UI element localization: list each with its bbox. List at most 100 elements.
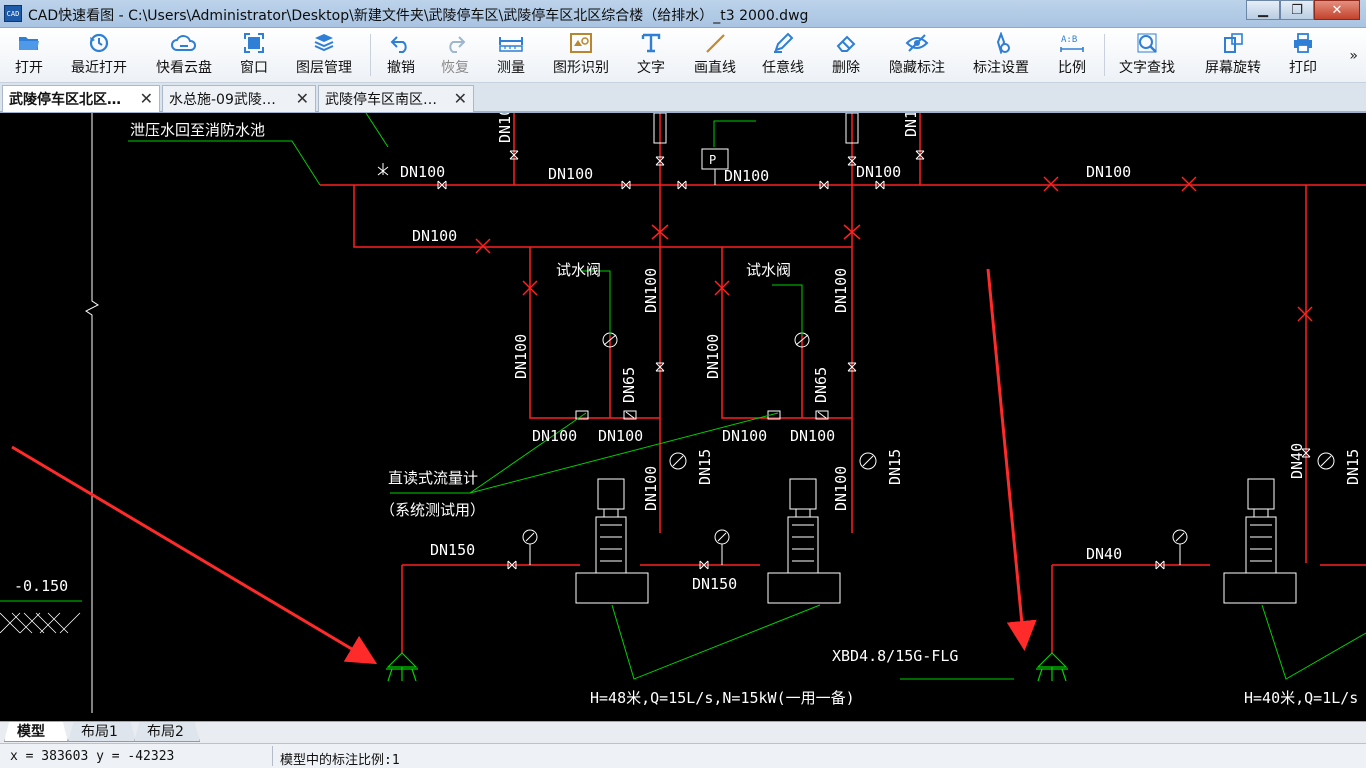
hide-annotation-button[interactable]: 隐藏标注 [884,31,950,79]
test-valve-label: 试水阀 [746,261,791,279]
text-search-button[interactable]: 文字查找 [1114,31,1180,79]
gate-valves [377,113,1311,570]
pipe-size-label: DN100 [790,427,835,445]
pipe-size-label: DN100 [902,113,920,137]
vertical-drawing-text: DN100 DN100 DN100 DN100 DN100 DN100 DN65… [496,113,1362,511]
status-bar: x = 383603 y = -42323 模型中的标注比例:1 [0,743,1366,768]
test-valve-label: 试水阀 [556,261,601,279]
document-tab-2[interactable]: 水总施-09武陵… ✕ [162,85,316,112]
close-tab-icon[interactable]: ✕ [139,89,153,108]
elevation-label: -0.150 [14,577,68,595]
open-button[interactable]: 打开 [6,31,52,79]
status-separator [272,746,273,766]
pipe-size-label: DN65 [620,367,638,403]
pipe-size-label: DN100 [548,165,593,183]
pipe-size-label: DN100 [856,163,901,181]
pipe-size-label: DN65 [812,367,830,403]
tab-layout-2[interactable]: 布局2 [134,722,200,742]
print-button[interactable]: 打印 [1284,31,1322,79]
window-controls: ▁ ❐ ✕ [1246,0,1360,22]
screen-rotate-button[interactable]: 屏幕旋转 [1200,31,1266,79]
cloud-icon [171,31,197,55]
close-tab-icon[interactable]: ✕ [295,89,309,108]
svg-text:A:B: A:B [1061,35,1077,45]
annotation-settings-button[interactable]: 标注设置 [968,31,1034,79]
line-icon [702,31,728,55]
scale-button[interactable]: A:B 比例 [1052,31,1092,79]
layout-tab-bar: 模型 布局1 布局2 [0,721,1366,743]
freeform-line-button[interactable]: 任意线 [758,31,808,79]
shape-recognition-button[interactable]: 图形识别 [548,31,614,79]
overflow-note: 泄压水回至消防水池 [130,121,265,139]
shape-recognize-icon [568,31,594,55]
pipe-size-label: DN40 [1086,545,1122,563]
minimize-button[interactable]: ▁ [1246,0,1280,20]
cad-drawing: P [0,113,1366,713]
printer-icon [1290,31,1316,55]
pump-spec-label: H=48米,Q=15L/s,N=15kW(一用一备) [590,689,855,707]
main-toolbar: 打开 最近打开 快看云盘 窗口 图层管理 撤销 恢复 [0,28,1366,83]
annotation-arrows [11,268,1037,665]
flowmeter-note: （系统测试用） [380,501,485,519]
scale-icon: A:B [1059,31,1085,55]
recent-open-button[interactable]: 最近打开 [66,31,132,79]
text-search-icon [1134,31,1160,55]
pressure-switch: P [701,120,756,185]
pipe-size-label: DN15 [696,449,714,485]
pump-spec-label: H=40米,Q=1L/s [1244,689,1358,707]
redo-button[interactable]: 恢复 [436,31,474,79]
tab-model[interactable]: 模型 [4,722,68,742]
restore-button[interactable]: ❐ [1280,0,1314,20]
pipe-size-label: DN100 [722,427,767,445]
text-button[interactable]: 文字 [632,31,670,79]
undo-button[interactable]: 撤销 [382,31,420,79]
drawing-canvas[interactable]: P [0,113,1366,721]
tab-layout-1[interactable]: 布局1 [68,722,136,742]
document-tab-3[interactable]: 武陵停车区南区… ✕ [318,85,474,112]
undo-icon [388,31,414,55]
pipe-size-label: DN40 [1288,443,1306,479]
gauges [522,332,1335,565]
measure-button[interactable]: 测量 [492,31,530,79]
toolbar-separator [370,34,371,76]
eraser-icon [833,31,859,55]
pipe-size-label: DN100 [598,427,643,445]
pipe-size-label: DN100 [642,466,660,511]
history-icon [86,31,112,55]
pipe-size-label: DN100 [400,163,445,181]
text-icon [638,31,664,55]
pipe-size-label: DN150 [430,541,475,559]
annotation-settings-icon [988,31,1014,55]
ruler-icon [498,31,524,55]
pipe-size-label: DN100 [704,334,722,379]
layer-manager-button[interactable]: 图层管理 [290,31,358,79]
pipe-size-label: DN100 [724,167,769,185]
valve-markers [475,176,1313,322]
window-button[interactable]: 窗口 [234,31,274,79]
pipe-size-label: DN100 [642,268,660,313]
cursor-coordinates: x = 383603 y = -42323 [10,749,175,764]
layers-icon [311,31,337,55]
delete-button[interactable]: 删除 [826,31,866,79]
pipe-size-label: DN100 [496,113,514,143]
pipe-network [320,113,1366,653]
window-title: CAD快速看图 - C:\Users\Administrator\Desktop… [28,8,809,24]
pumps [575,478,1297,604]
toolbar-more-button[interactable]: » [1349,48,1358,64]
leader-lines [128,113,1366,680]
pressure-label: P [709,153,716,167]
draw-line-button[interactable]: 画直线 [690,31,740,79]
annotation-scale-status: 模型中的标注比例:1 [280,753,400,768]
cloud-drive-button[interactable]: 快看云盘 [150,31,218,79]
folder-icon [16,31,42,55]
redo-icon [442,31,468,55]
window-icon [241,31,267,55]
pump-model-label: XBD4.8/15G-FLG [832,647,958,665]
close-button[interactable]: ✕ [1314,0,1360,20]
document-tab-1[interactable]: 武陵停车区北区… ✕ [2,85,160,112]
eye-hide-icon [904,31,930,55]
title-bar: CAD CAD快速看图 - C:\Users\Administrator\Des… [0,0,1366,28]
pen-icon [770,31,796,55]
rotate-screen-icon [1220,31,1246,55]
close-tab-icon[interactable]: ✕ [453,89,467,108]
